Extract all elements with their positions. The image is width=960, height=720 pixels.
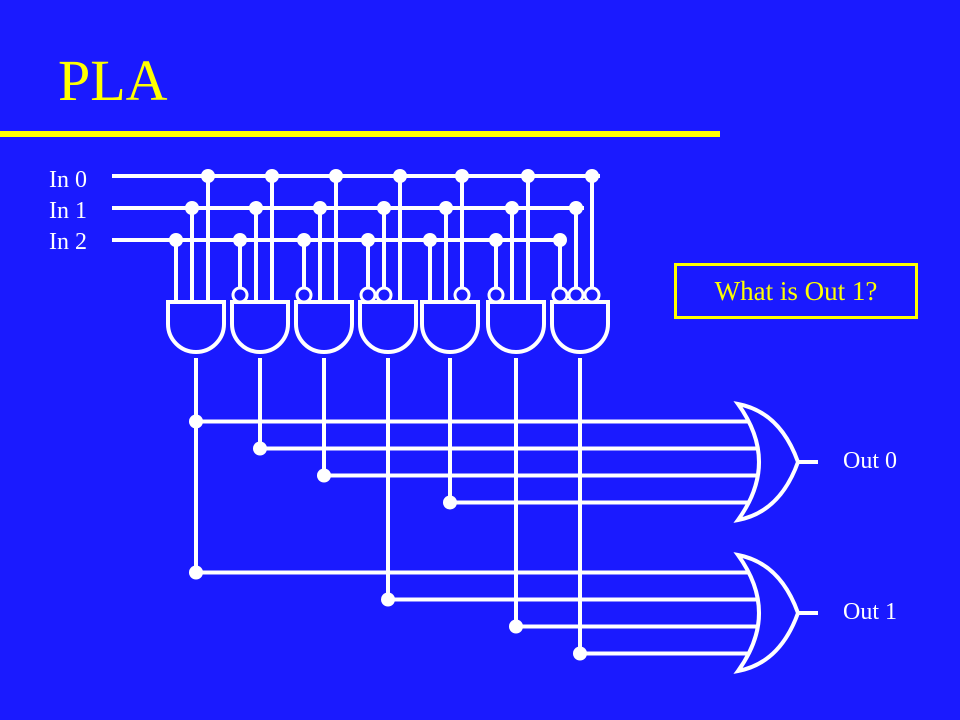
and-5-input-2-junction	[489, 233, 503, 247]
or-0-term-1-junction	[253, 441, 267, 456]
and-3-input-0-junction	[393, 169, 407, 183]
and-2-input-1-junction	[313, 201, 327, 215]
and-0-input-1-junction	[185, 201, 199, 215]
and-gate-4	[420, 300, 480, 354]
and-4-input-0-inverter-bubble	[453, 286, 471, 304]
and-4-input-2-junction	[423, 233, 437, 247]
and-2-input-2-inverter-bubble	[295, 286, 313, 304]
and-2-input-0-junction	[329, 169, 343, 183]
input-label-0: In 0	[49, 167, 87, 193]
slide-title: PLA	[58, 48, 168, 113]
or-1-term-2-junction	[509, 619, 523, 634]
output-label-0: Out 0	[843, 448, 897, 474]
and-4-input-1-junction	[439, 201, 453, 215]
and-6-input-2-junction	[553, 233, 567, 247]
and-0-input-2-junction	[169, 233, 183, 247]
or-1-term-3-junction	[573, 646, 587, 661]
input-label-2: In 2	[49, 229, 87, 255]
and-1-input-0-junction	[265, 169, 279, 183]
and-6-input-0-inverter-bubble	[583, 286, 601, 304]
and-0-input-0-junction	[201, 169, 215, 183]
and-4-input-0-junction	[455, 169, 469, 183]
and-6-input-2-inverter-bubble	[551, 286, 569, 304]
and-gate-2	[294, 300, 354, 354]
or-0-term-2-junction	[317, 468, 331, 483]
or-0-term-0-junction	[189, 414, 203, 429]
and-gate-0	[166, 300, 226, 354]
and-gate-3	[358, 300, 418, 354]
and-gate-6	[550, 300, 610, 354]
and-6-input-1-junction	[569, 201, 583, 215]
or-gate-0	[733, 401, 801, 523]
and-gate-1	[230, 300, 290, 354]
or-1-term-1-junction	[381, 592, 395, 607]
or-gate-1	[733, 552, 801, 674]
and-1-input-2-inverter-bubble	[231, 286, 249, 304]
and-3-input-1-junction	[377, 201, 391, 215]
question-box: What is Out 1?	[674, 263, 918, 319]
and-1-input-2-junction	[233, 233, 247, 247]
and-5-input-1-junction	[505, 201, 519, 215]
and-5-input-2-inverter-bubble	[487, 286, 505, 304]
and-5-input-0-junction	[521, 169, 535, 183]
or-0-term-3-junction	[443, 495, 457, 510]
and-3-input-2-inverter-bubble	[359, 286, 377, 304]
and-3-input-2-junction	[361, 233, 375, 247]
output-label-1: Out 1	[843, 599, 897, 625]
and-3-input-1-inverter-bubble	[375, 286, 393, 304]
input-label-1: In 1	[49, 198, 87, 224]
and-6-input-1-inverter-bubble	[567, 286, 585, 304]
title-underline	[0, 131, 720, 137]
and-2-input-2-junction	[297, 233, 311, 247]
and-6-input-0-junction	[585, 169, 599, 183]
and-1-input-1-junction	[249, 201, 263, 215]
and-gate-5	[486, 300, 546, 354]
or-1-term-0-junction	[189, 565, 203, 580]
